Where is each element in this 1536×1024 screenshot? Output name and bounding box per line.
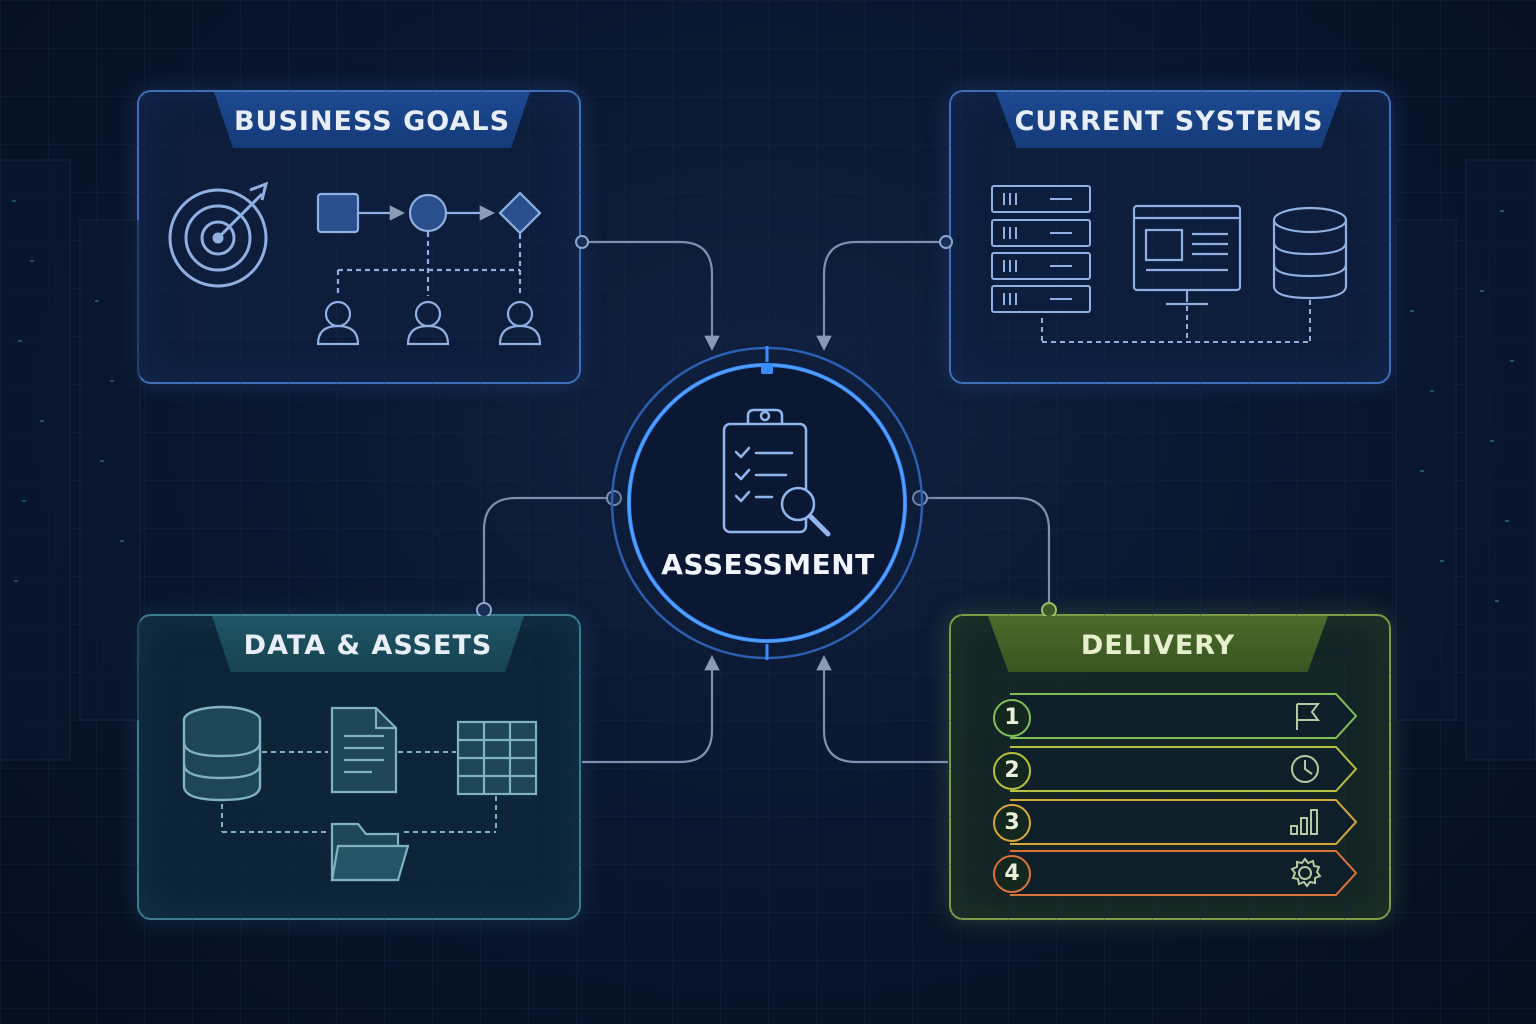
systems-dashed-link [1041,300,1311,343]
spreadsheet-icon [456,720,538,796]
priority-number-1: 1 [993,699,1031,737]
connectors [482,240,1051,764]
priority-row-3 [1010,799,1358,845]
connector-business-goals [582,240,720,352]
person-icon [316,300,542,346]
connector-data-assets-up [482,496,614,610]
bar-chart-icon [1290,809,1318,835]
database-icon-systems [1272,206,1348,300]
clipboard-magnifier-icon [722,408,831,537]
database-icon [182,705,262,802]
panel-title-business-goals: BUSINESS GOALS [214,92,530,148]
connector-data-assets-in [582,654,720,764]
clock-icon [1291,755,1319,783]
priority-row-2 [1010,746,1358,792]
assessment-label: ASSESSMENT [661,548,875,581]
server-rack-backdrop-left [0,159,141,761]
assessment-hub [597,333,937,673]
connector-delivery-up [920,496,1051,610]
priority-number-2: 2 [993,752,1031,790]
priority-rows [1010,693,1358,896]
monitor-icon [1132,204,1242,306]
priority-row-4 [1010,850,1358,896]
server-rack-icon [991,185,1091,313]
folder-icon [330,822,410,882]
panel-title-delivery-priorities: DELIVERY PRIORITIES [988,616,1328,672]
server-rack-backdrop-right [1395,159,1536,761]
flag-icon [1296,703,1320,730]
connector-delivery-in [816,654,948,764]
document-icon [330,706,398,794]
process-flow-icon [316,191,542,296]
priority-number-3: 3 [993,804,1031,842]
gear-icon [1290,857,1322,888]
panel-title-data-assets: DATA & ASSETS [212,616,524,672]
priority-row-1 [1010,693,1358,739]
panel-title-current-systems: CURRENT SYSTEMS [996,92,1342,148]
target-icon [168,181,269,288]
priority-number-4: 4 [993,855,1031,893]
connector-current-systems [816,240,946,352]
data-dashed-link [221,751,497,833]
